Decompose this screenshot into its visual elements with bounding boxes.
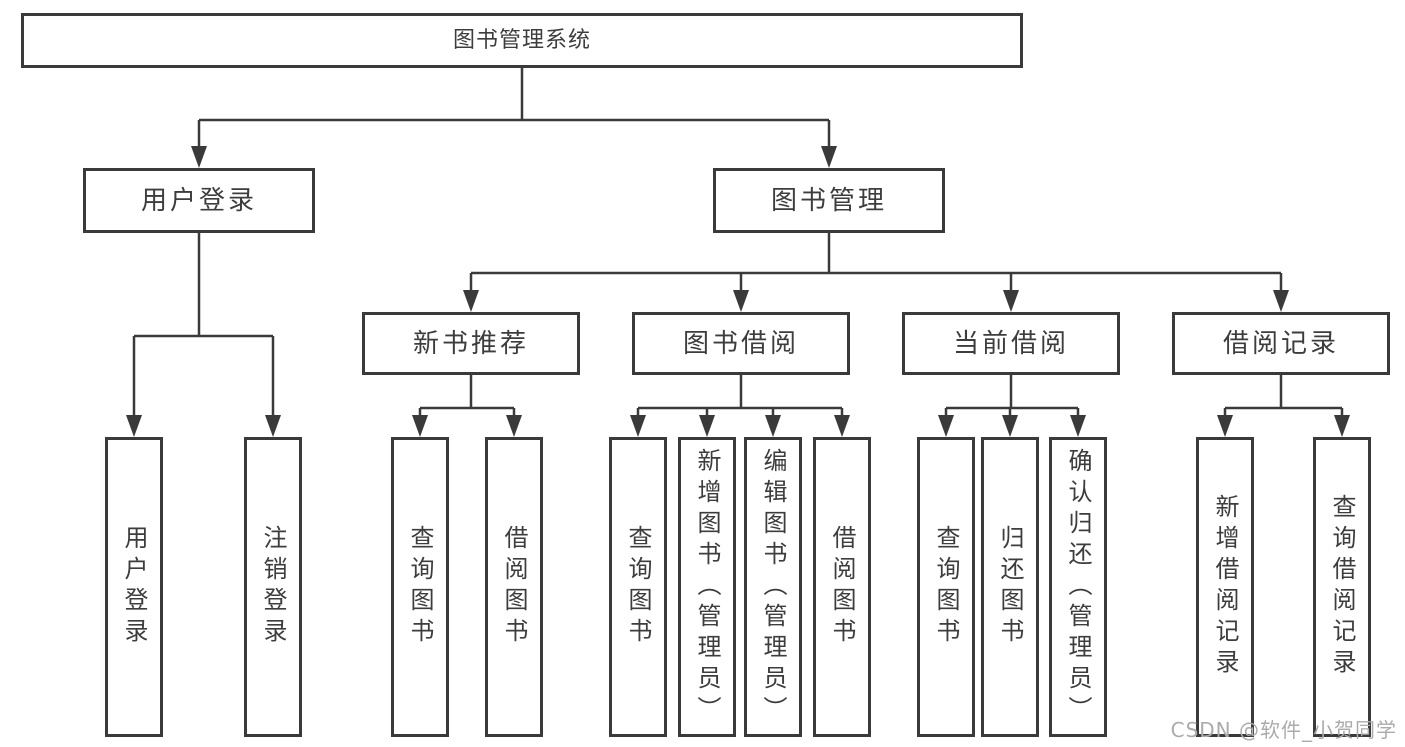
arrow-down-icon bbox=[765, 415, 781, 437]
connector-root bbox=[197, 68, 831, 150]
arrow-down-icon bbox=[699, 415, 715, 437]
arrow-down-icon bbox=[1217, 415, 1233, 437]
node-book-management: 图书管理 bbox=[713, 168, 945, 233]
leaf-query-books-borrow: 查询图书 bbox=[609, 437, 667, 737]
leaf-query-books-current: 查询图书 bbox=[917, 437, 975, 737]
arrow-down-icon bbox=[126, 415, 142, 437]
leaf-return-book: 归还图书 bbox=[981, 437, 1039, 737]
arrow-down-icon bbox=[1070, 415, 1086, 437]
leaf-query-books-recommend: 查询图书 bbox=[391, 437, 449, 737]
leaf-add-borrow-record: 新增借阅记录 bbox=[1196, 437, 1254, 737]
arrow-down-icon bbox=[1334, 415, 1350, 437]
connector-user-login bbox=[132, 233, 275, 420]
leaf-query-borrow-record: 查询借阅记录 bbox=[1313, 437, 1371, 737]
arrow-down-icon bbox=[1003, 290, 1019, 312]
arrow-down-icon bbox=[1002, 415, 1018, 437]
node-library-system: 图书管理系统 bbox=[21, 13, 1023, 68]
node-borrow-records: 借阅记录 bbox=[1172, 312, 1390, 375]
leaf-borrow-books-recommend: 借阅图书 bbox=[485, 437, 543, 737]
leaf-confirm-return-admin: 确认归还（管理员） bbox=[1049, 437, 1107, 737]
node-current-borrow: 当前借阅 bbox=[902, 312, 1120, 375]
arrow-down-icon bbox=[938, 415, 954, 437]
node-user-login: 用户登录 bbox=[83, 168, 315, 233]
arrow-down-icon bbox=[821, 146, 837, 168]
connector-current-borrow bbox=[944, 375, 1080, 420]
connector-book-borrow bbox=[636, 375, 844, 420]
arrow-down-icon bbox=[733, 290, 749, 312]
leaf-user-login: 用户登录 bbox=[105, 437, 163, 737]
node-new-book-recommend: 新书推荐 bbox=[362, 312, 580, 375]
arrow-down-icon bbox=[506, 415, 522, 437]
connector-new-book-recommend bbox=[418, 375, 516, 420]
arrow-down-icon bbox=[630, 415, 646, 437]
leaf-edit-book-admin: 编辑图书（管理员） bbox=[744, 437, 802, 737]
leaf-borrow-books: 借阅图书 bbox=[813, 437, 871, 737]
arrow-down-icon bbox=[191, 146, 207, 168]
node-book-borrow: 图书借阅 bbox=[632, 312, 850, 375]
leaf-add-book-admin: 新增图书（管理员） bbox=[678, 437, 736, 737]
arrowhead-icons bbox=[126, 146, 1350, 437]
connector-borrow-records bbox=[1223, 375, 1344, 420]
arrow-down-icon bbox=[265, 415, 281, 437]
leaf-logout: 注销登录 bbox=[244, 437, 302, 737]
arrow-down-icon bbox=[1273, 290, 1289, 312]
connector-lines bbox=[132, 68, 1344, 420]
watermark: CSDN @软件_小贺同学 bbox=[1170, 718, 1397, 742]
arrow-down-icon bbox=[412, 415, 428, 437]
connector-book-management bbox=[469, 233, 1283, 295]
arrow-down-icon bbox=[834, 415, 850, 437]
arrow-down-icon bbox=[463, 290, 479, 312]
